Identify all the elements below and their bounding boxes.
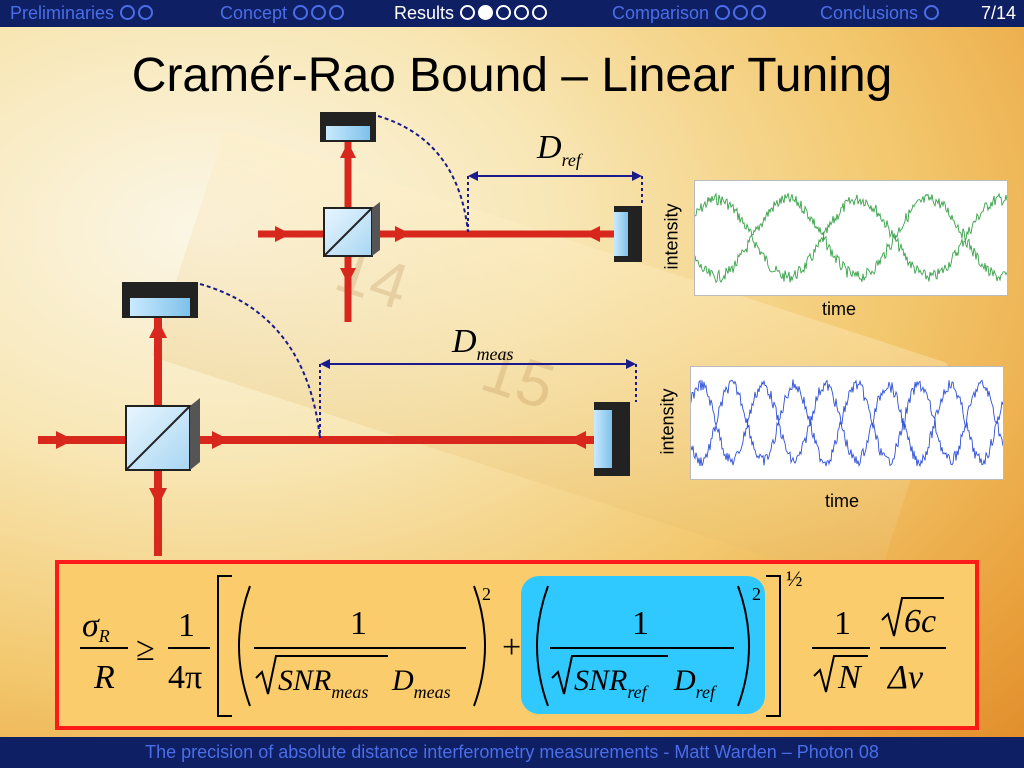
d-meas-term: Dmeas xyxy=(391,664,451,702)
formula-geq: ≥ xyxy=(136,631,155,668)
mirror-right xyxy=(594,402,630,476)
beam-arrow xyxy=(340,268,356,284)
page-number: 7/14 xyxy=(980,3,1016,23)
reference-interferometer xyxy=(258,112,643,322)
ref-exponent: 2 xyxy=(752,584,761,604)
progress-dots xyxy=(460,5,550,24)
measurement-signal-plot xyxy=(690,379,1004,468)
formula-right-bracket xyxy=(766,575,781,717)
nav-item-results[interactable]: Results xyxy=(394,3,550,24)
nav-item-concept[interactable]: Concept xyxy=(220,3,347,24)
formula-lhs-numerator: σR xyxy=(82,607,110,646)
chart-xlabel: time xyxy=(822,299,857,319)
beamsplitter-cube xyxy=(323,202,380,257)
beamsplitter-cube xyxy=(125,398,200,471)
chart-xlabel: time xyxy=(825,491,860,511)
mirror-right xyxy=(614,206,642,262)
intensity-trace-2 xyxy=(694,193,1008,284)
progress-dots xyxy=(120,5,156,24)
nav-item-conclusions[interactable]: Conclusions xyxy=(820,3,942,24)
meas-exponent: 2 xyxy=(482,584,491,604)
c-term-numerator: 6c xyxy=(904,603,936,640)
d-ref-term: Dref xyxy=(673,664,718,702)
progress-dots xyxy=(293,5,347,24)
n-term-denominator: N xyxy=(837,659,863,696)
ref-term-numerator: 1 xyxy=(632,605,649,642)
intensity-trace-2 xyxy=(690,379,1004,467)
meas-term-numerator: 1 xyxy=(350,605,367,642)
c-term-denominator: Δν xyxy=(886,659,924,696)
beam-arrow xyxy=(275,226,291,242)
slide-title: Cramér-Rao Bound – Linear Tuning xyxy=(131,49,893,102)
mirror-top xyxy=(122,282,198,318)
progress-dots xyxy=(924,5,942,24)
slide-footer: The precision of absolute distance inter… xyxy=(0,737,1024,768)
d-meas-label: Dmeas xyxy=(451,323,514,364)
measurement-intensity-chart xyxy=(690,366,1004,480)
section-nav-bar: Preliminaries Concept Results Comparison… xyxy=(0,0,1024,27)
beam-arrow xyxy=(395,226,411,242)
snr-ref: SNRref xyxy=(574,664,650,702)
reference-signal-plot xyxy=(694,192,1008,284)
formula-lhs-denominator: R xyxy=(93,659,115,696)
beam-arrow xyxy=(584,226,600,242)
progress-dots xyxy=(715,5,769,24)
intensity-trace-1 xyxy=(694,192,1008,283)
nav-item-preliminaries[interactable]: Preliminaries xyxy=(10,3,156,24)
arc-guide xyxy=(377,115,469,233)
arc-guide xyxy=(199,283,321,439)
d-ref-label: Dref xyxy=(536,129,584,170)
beam-arrow xyxy=(340,142,356,158)
outer-exponent: ½ xyxy=(786,566,803,591)
measurement-interferometer xyxy=(38,282,637,556)
snr-meas: SNRmeas xyxy=(278,664,368,702)
reference-term-highlight xyxy=(521,576,765,714)
nav-item-comparison[interactable]: Comparison xyxy=(612,3,769,24)
n-term-numerator: 1 xyxy=(834,605,851,642)
formula-constant-denominator: 4π xyxy=(168,659,202,696)
reference-intensity-chart xyxy=(694,180,1008,296)
cramer-rao-formula-box xyxy=(55,560,979,730)
formula-constant-numerator: 1 xyxy=(178,607,195,644)
mirror-top xyxy=(320,112,376,142)
formula-plus: + xyxy=(502,629,521,666)
intensity-trace-1 xyxy=(690,379,1004,468)
formula-left-bracket xyxy=(217,575,232,717)
